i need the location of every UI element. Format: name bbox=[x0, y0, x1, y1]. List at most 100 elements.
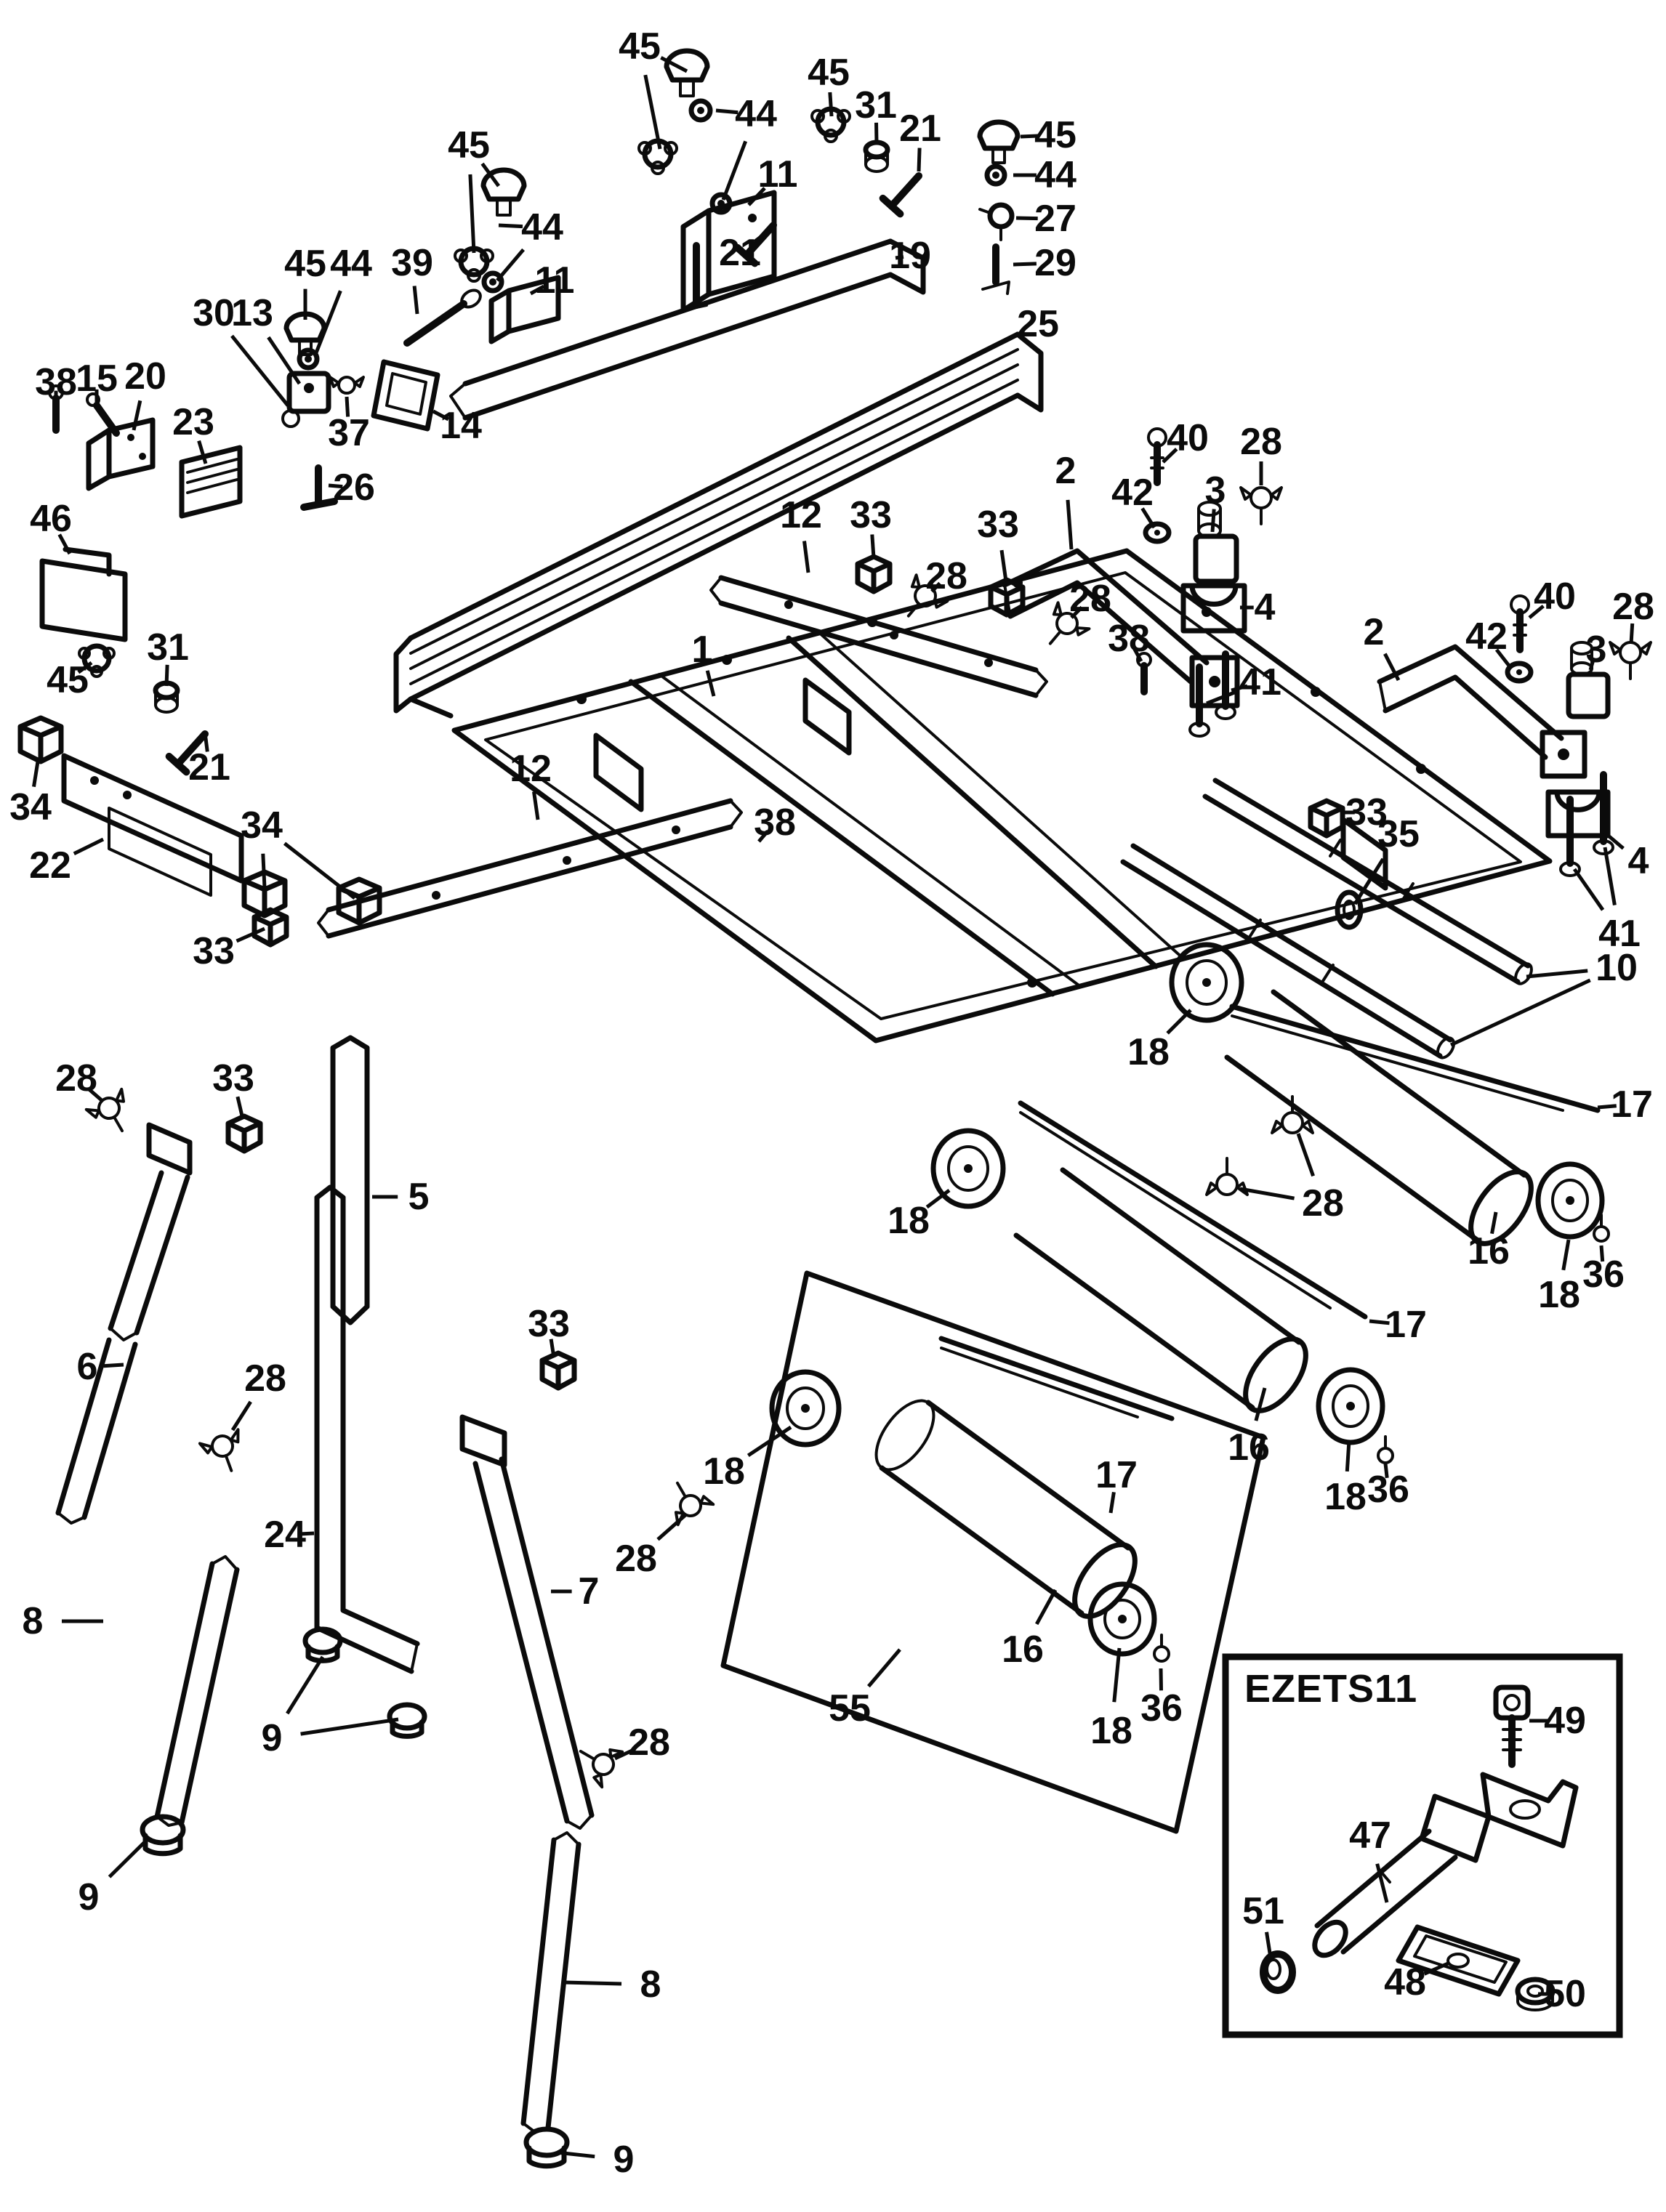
leader-line-1 bbox=[705, 670, 716, 697]
callout-4-49: 4 bbox=[1255, 586, 1276, 629]
callout-45-16: 45 bbox=[284, 243, 326, 285]
callout-21-4: 21 bbox=[899, 108, 941, 150]
callout-28-77: 28 bbox=[244, 1357, 286, 1400]
callout-9-84: 9 bbox=[79, 1876, 100, 1918]
part-beam-22 bbox=[61, 753, 244, 897]
callout-16-89: 16 bbox=[1002, 1628, 1044, 1671]
callout-34-34: 34 bbox=[241, 804, 283, 847]
leader-line-9 bbox=[286, 1655, 325, 1715]
callout-49-94: 49 bbox=[1544, 1700, 1586, 1742]
callout-39-18: 39 bbox=[391, 242, 433, 284]
leader-line-45 bbox=[77, 661, 93, 674]
part-rail-12-left bbox=[317, 798, 743, 939]
leader-line-36 bbox=[1599, 1245, 1605, 1262]
callout-44-17: 44 bbox=[330, 243, 372, 285]
part-clamp-23 bbox=[179, 445, 243, 519]
part-wing-knobs-28 bbox=[84, 486, 1652, 1789]
part-leg-7 bbox=[459, 1414, 595, 1830]
callout-45-13: 45 bbox=[448, 124, 490, 166]
leader-line-17 bbox=[1369, 1319, 1390, 1325]
part-bolt-39 bbox=[403, 288, 482, 347]
leader-line-45 bbox=[1020, 134, 1040, 139]
part-leg-5 bbox=[330, 1035, 370, 1325]
callout-18-65: 18 bbox=[1538, 1274, 1580, 1316]
callout-42-53: 42 bbox=[1465, 615, 1508, 658]
callout-33-47: 33 bbox=[977, 504, 1019, 546]
leader-line-24 bbox=[297, 1531, 315, 1536]
part-rail-19 bbox=[449, 238, 926, 421]
leader-line-10 bbox=[1526, 969, 1588, 979]
callout-40-54: 40 bbox=[1534, 576, 1576, 618]
leader-line-45 bbox=[643, 74, 662, 150]
part-washer-35 bbox=[1335, 889, 1364, 930]
leader-line-4 bbox=[1603, 831, 1625, 850]
callout-5-75: 5 bbox=[409, 1176, 430, 1218]
leader-line-33 bbox=[236, 1096, 245, 1120]
part-feet-9 bbox=[140, 1626, 570, 2169]
callout-26-27: 26 bbox=[333, 467, 375, 509]
callout-45-29: 45 bbox=[47, 659, 89, 701]
leader-line-18 bbox=[925, 1188, 951, 1209]
leader-line-44 bbox=[715, 108, 739, 115]
callout-44-14: 44 bbox=[521, 206, 563, 249]
callout-9-87: 9 bbox=[613, 2139, 635, 2181]
leader-line-28 bbox=[1070, 605, 1084, 619]
leader-line-16 bbox=[1254, 1387, 1267, 1421]
part-rods-10 bbox=[1120, 778, 1533, 1059]
leader-line-29 bbox=[1013, 262, 1037, 267]
callout-40-44: 40 bbox=[1167, 417, 1209, 459]
leader-line-33 bbox=[999, 549, 1008, 582]
leader-line-17 bbox=[1597, 1104, 1617, 1110]
leader-line-33 bbox=[870, 534, 876, 559]
leader-line-23 bbox=[197, 440, 208, 464]
callout-51-96: 51 bbox=[1242, 1890, 1284, 1932]
part-block-13-30 bbox=[281, 371, 331, 428]
leader-line-13 bbox=[267, 336, 302, 385]
inset-box: EZETS11 bbox=[1222, 1653, 1623, 2038]
callout-44-9: 44 bbox=[1034, 154, 1077, 196]
callout-31-3: 31 bbox=[855, 84, 897, 126]
leader-line-19 bbox=[895, 254, 904, 260]
leader-line-45 bbox=[660, 56, 688, 73]
callout-16-70: 16 bbox=[1228, 1426, 1270, 1469]
leader-line-41 bbox=[1603, 847, 1617, 906]
callout-9-83: 9 bbox=[262, 1717, 283, 1759]
callout-18-68: 18 bbox=[888, 1200, 930, 1242]
part-knobs-45 bbox=[78, 48, 1021, 678]
leader-line-22 bbox=[73, 837, 105, 856]
leader-line-9 bbox=[300, 1717, 399, 1736]
callout-46-28: 46 bbox=[30, 498, 72, 540]
callout-25-12: 25 bbox=[1017, 303, 1059, 345]
leader-line-14 bbox=[432, 409, 450, 421]
leader-line-21 bbox=[753, 227, 773, 243]
leader-line-18 bbox=[1561, 1239, 1571, 1271]
callout-3-56: 3 bbox=[1586, 629, 1607, 671]
callout-28-82: 28 bbox=[628, 1721, 670, 1764]
leader-line-2 bbox=[1066, 499, 1074, 550]
callout-19-7: 19 bbox=[889, 235, 931, 277]
part-tbolt-26 bbox=[300, 464, 338, 511]
leader-line-55 bbox=[866, 1648, 901, 1688]
leader-line-28 bbox=[1296, 1133, 1315, 1177]
part-bracket-2-right bbox=[1377, 644, 1587, 779]
callout-55-88: 55 bbox=[829, 1687, 871, 1729]
leader-line-27 bbox=[1015, 216, 1038, 221]
leader-line-28 bbox=[656, 1513, 688, 1541]
leader-line-45 bbox=[828, 92, 834, 117]
leader-line-38 bbox=[1132, 647, 1143, 663]
part-bolt-40-left bbox=[1147, 427, 1167, 486]
callout-47-95: 47 bbox=[1349, 1815, 1391, 1857]
leader-line-45 bbox=[468, 174, 476, 254]
callout-41-51: 41 bbox=[1239, 661, 1281, 703]
leader-line-35 bbox=[1353, 857, 1385, 905]
callout-16-64: 16 bbox=[1468, 1230, 1510, 1272]
leader-line-46 bbox=[57, 533, 72, 555]
leader-line-36 bbox=[1159, 1668, 1163, 1691]
callout-28-48: 28 bbox=[1069, 578, 1111, 620]
callout-1-40: 1 bbox=[692, 629, 713, 671]
callout-8-86: 8 bbox=[640, 1963, 661, 2006]
callout-11-15: 11 bbox=[535, 259, 575, 302]
part-pivot-27 bbox=[978, 202, 1015, 241]
leader-line-47 bbox=[1375, 1863, 1389, 1903]
